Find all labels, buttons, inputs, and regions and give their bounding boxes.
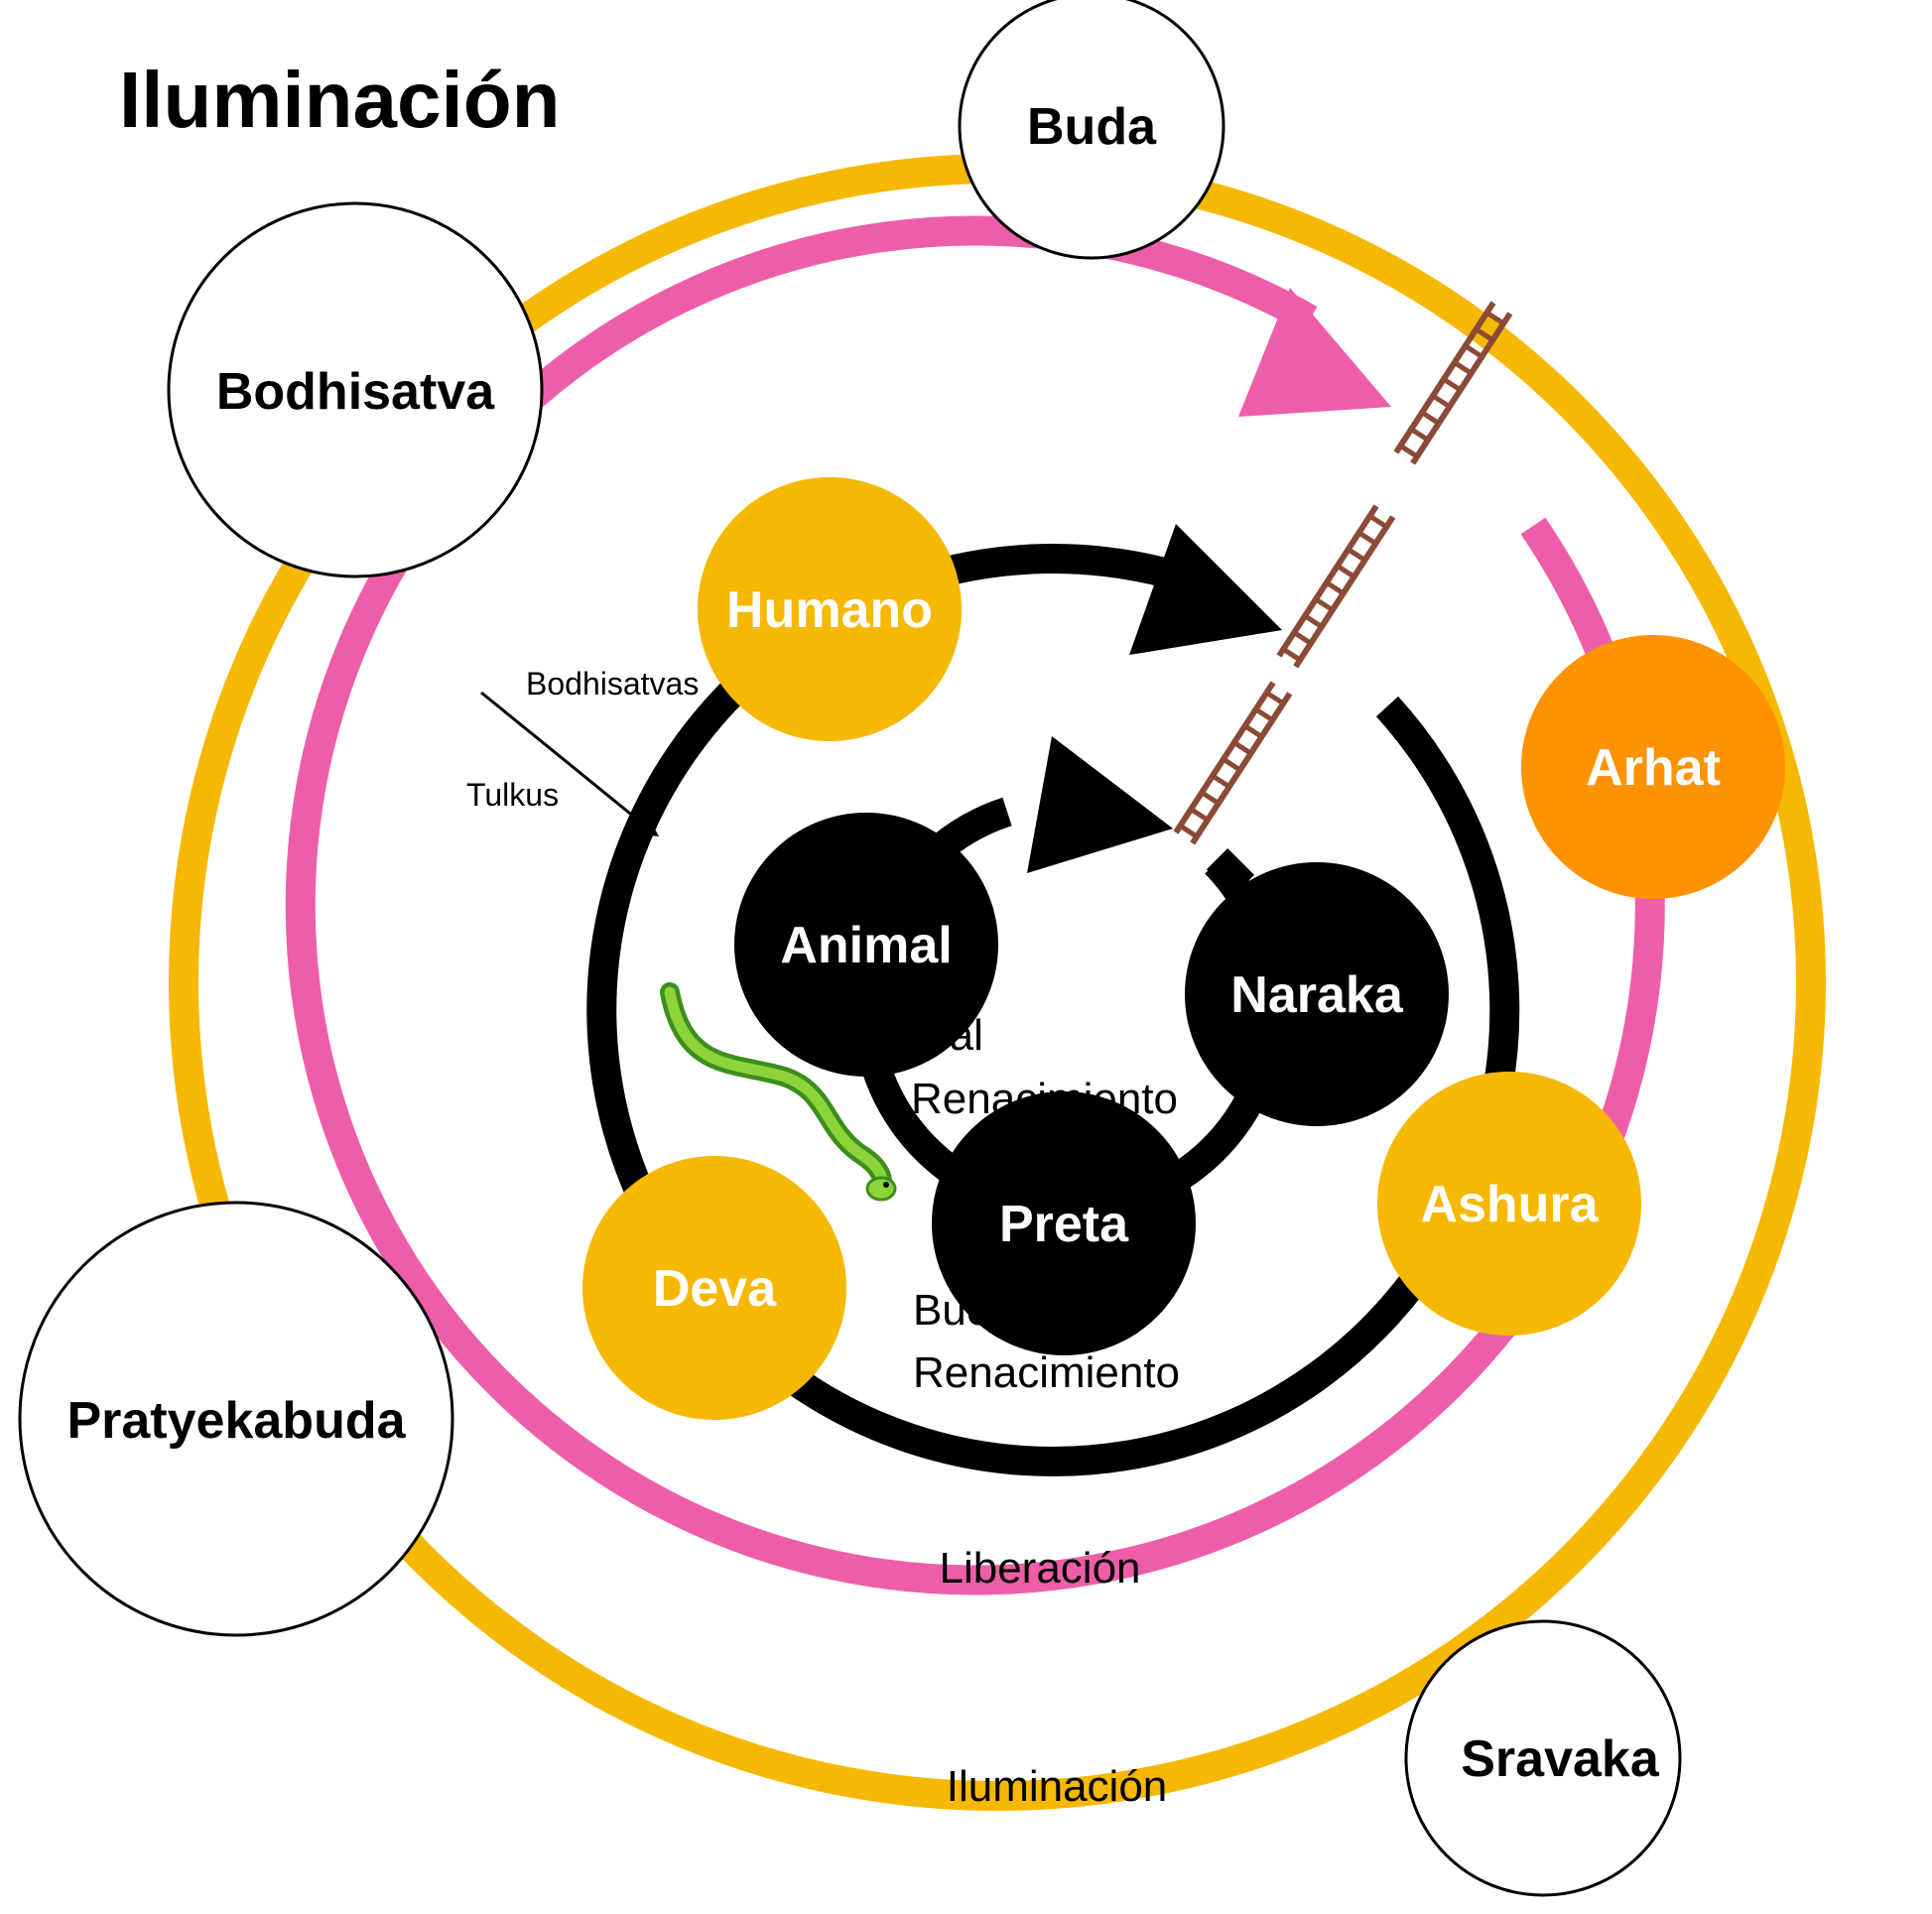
ladder-icon bbox=[1176, 683, 1290, 843]
snake-icon bbox=[660, 982, 897, 1202]
node-buda: Buda bbox=[958, 0, 1225, 260]
node-bodhisatva: Bodhisatva bbox=[167, 201, 544, 578]
svg-text:Bodhisatva: Bodhisatva bbox=[216, 363, 495, 421]
svg-text:Buda: Buda bbox=[1027, 98, 1157, 156]
tulkus-label: Tulkus bbox=[466, 777, 559, 813]
samsara-arrow bbox=[1129, 524, 1282, 655]
svg-text:Pratyekabuda: Pratyekabuda bbox=[66, 1392, 406, 1450]
node-arhat: Arhat bbox=[1521, 635, 1785, 899]
node-pratyekabuda: Pratyekabuda bbox=[18, 1201, 454, 1637]
svg-text:Humano: Humano bbox=[726, 581, 933, 639]
node-sravaka: Sravaka bbox=[1404, 1619, 1682, 1897]
node-ashura: Ashura bbox=[1377, 1072, 1641, 1336]
iluminacion-bottom-label: Iluminación bbox=[947, 1762, 1168, 1811]
page-title: Iluminación bbox=[119, 56, 561, 144]
liberation-arrow bbox=[1238, 288, 1391, 417]
node-preta: Preta bbox=[932, 1091, 1196, 1355]
ladder-icon bbox=[1279, 506, 1393, 667]
svg-text:Sravaka: Sravaka bbox=[1461, 1730, 1660, 1788]
svg-text:Ashura: Ashura bbox=[1420, 1176, 1599, 1233]
node-deva: Deva bbox=[582, 1156, 846, 1420]
bodhisatvas-label: Bodhisatvas bbox=[526, 666, 699, 702]
liberacion-label: Liberación bbox=[939, 1544, 1140, 1593]
svg-text:Naraka: Naraka bbox=[1230, 966, 1404, 1024]
svg-text:Arhat: Arhat bbox=[1586, 739, 1721, 797]
node-naraka: Naraka bbox=[1185, 847, 1449, 1126]
node-animal: Animal bbox=[734, 813, 998, 1077]
svg-text:Animal: Animal bbox=[780, 917, 952, 974]
tulkus-arrow bbox=[480, 691, 646, 828]
svg-text:Preta: Preta bbox=[999, 1196, 1129, 1253]
svg-text:Deva: Deva bbox=[653, 1260, 777, 1318]
buen-renacimiento-line2: Renacimiento bbox=[913, 1348, 1180, 1397]
inner-cycle-arrow bbox=[1027, 736, 1173, 873]
node-humano: Humano bbox=[698, 477, 962, 741]
